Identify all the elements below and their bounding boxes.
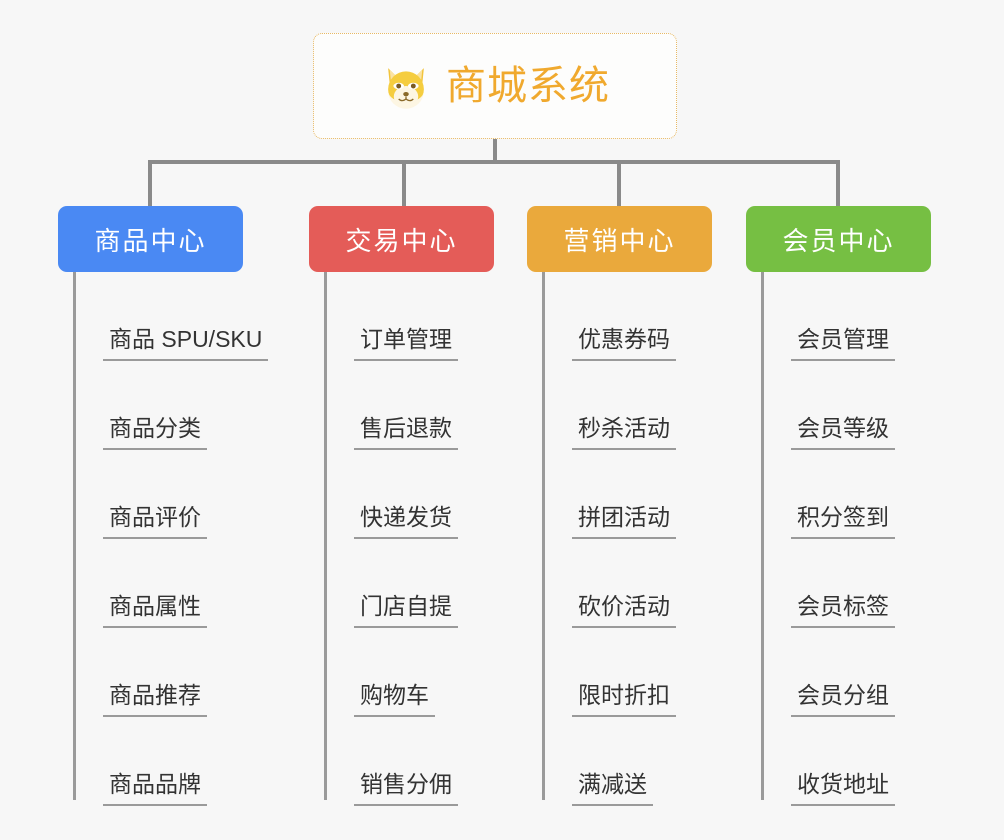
leaf-item-label: 会员标签 (791, 593, 895, 628)
leaf-item[interactable]: 会员分组 (761, 628, 895, 717)
leaf-item-label: 商品品牌 (103, 771, 207, 806)
leaf-item[interactable]: 商品评价 (73, 450, 268, 539)
root-stem-connector (493, 139, 497, 164)
shiba-dog-face-icon (388, 68, 424, 109)
root-node[interactable]: 商城系统 (313, 33, 677, 139)
leaf-item[interactable]: 订单管理 (324, 272, 458, 361)
leaf-item-label: 商品属性 (103, 593, 207, 628)
leaf-item-label: 快递发货 (354, 504, 458, 539)
leaf-item[interactable]: 会员管理 (761, 272, 895, 361)
leaf-item-label: 积分签到 (791, 504, 895, 539)
branch-drop-connector-1 (402, 160, 406, 206)
leaf-item[interactable]: 收货地址 (761, 717, 895, 806)
leaf-item[interactable]: 秒杀活动 (542, 361, 676, 450)
branch-column-trade: 交易中心 订单管理 售后退款 快递发货 门店自提 购物车 销售分佣 (309, 206, 494, 806)
leaf-list-member: 会员管理 会员等级 积分签到 会员标签 会员分组 收货地址 (761, 272, 895, 806)
leaf-item-label: 销售分佣 (354, 771, 458, 806)
leaf-item-label: 会员管理 (791, 326, 895, 361)
leaf-item-label: 满减送 (572, 771, 653, 806)
leaf-item-label: 售后退款 (354, 415, 458, 450)
leaf-item-label: 商品分类 (103, 415, 207, 450)
branch-bus-connector (148, 160, 840, 164)
leaf-item-label: 秒杀活动 (572, 415, 676, 450)
leaf-item[interactable]: 积分签到 (761, 450, 895, 539)
leaf-item[interactable]: 商品推荐 (73, 628, 268, 717)
leaf-item[interactable]: 销售分佣 (324, 717, 458, 806)
branch-column-marketing: 营销中心 优惠券码 秒杀活动 拼团活动 砍价活动 限时折扣 满减送 (527, 206, 712, 806)
leaf-item-label: 会员分组 (791, 682, 895, 717)
branch-head-trade[interactable]: 交易中心 (309, 206, 494, 272)
leaf-item[interactable]: 优惠券码 (542, 272, 676, 361)
leaf-item-label: 优惠券码 (572, 326, 676, 361)
leaf-item-label: 购物车 (354, 682, 435, 717)
leaf-item-label: 会员等级 (791, 415, 895, 450)
leaf-list-product: 商品 SPU/SKU 商品分类 商品评价 商品属性 商品推荐 商品品牌 (73, 272, 269, 806)
leaf-item[interactable]: 商品 SPU/SKU (73, 272, 269, 361)
leaf-item[interactable]: 砍价活动 (542, 539, 676, 628)
branch-head-label: 会员中心 (782, 225, 895, 256)
leaf-item-label: 订单管理 (354, 326, 458, 361)
leaf-item[interactable]: 商品品牌 (73, 717, 268, 806)
branch-column-product: 商品中心 商品 SPU/SKU 商品分类 商品评价 商品属性 商品推荐 商品品牌 (58, 206, 269, 806)
leaf-item-label: 限时折扣 (572, 682, 676, 717)
branch-head-product[interactable]: 商品中心 (58, 206, 243, 272)
leaf-item-label: 商品评价 (103, 504, 207, 539)
leaf-item[interactable]: 商品分类 (73, 361, 268, 450)
branch-spine (761, 272, 764, 800)
branch-spine (542, 272, 545, 800)
branch-head-label: 营销中心 (563, 225, 676, 256)
leaf-item[interactable]: 会员标签 (761, 539, 895, 628)
branch-head-member[interactable]: 会员中心 (746, 206, 931, 272)
leaf-item[interactable]: 售后退款 (324, 361, 458, 450)
leaf-item[interactable]: 快递发货 (324, 450, 458, 539)
leaf-item-label: 拼团活动 (572, 504, 676, 539)
branch-head-label: 交易中心 (345, 225, 458, 256)
leaf-item[interactable]: 满减送 (542, 717, 676, 806)
leaf-item[interactable]: 限时折扣 (542, 628, 676, 717)
leaf-item-label: 砍价活动 (572, 593, 676, 628)
leaf-item-label: 收货地址 (791, 771, 895, 806)
branch-spine (324, 272, 327, 800)
leaf-item-label: 门店自提 (354, 593, 458, 628)
leaf-list-marketing: 优惠券码 秒杀活动 拼团活动 砍价活动 限时折扣 满减送 (542, 272, 676, 806)
leaf-item[interactable]: 会员等级 (761, 361, 895, 450)
root-title: 商城系统 (446, 64, 610, 108)
leaf-item[interactable]: 拼团活动 (542, 450, 676, 539)
branch-head-marketing[interactable]: 营销中心 (527, 206, 712, 272)
branch-column-member: 会员中心 会员管理 会员等级 积分签到 会员标签 会员分组 收货地址 (746, 206, 931, 806)
branch-drop-connector-2 (617, 160, 621, 206)
branch-head-label: 商品中心 (94, 225, 207, 256)
leaf-item[interactable]: 门店自提 (324, 539, 458, 628)
branch-drop-connector-0 (148, 160, 152, 206)
leaf-item-label: 商品 SPU/SKU (103, 326, 269, 361)
branch-drop-connector-3 (836, 160, 840, 206)
leaf-item[interactable]: 商品属性 (73, 539, 268, 628)
leaf-item[interactable]: 购物车 (324, 628, 458, 717)
leaf-item-label: 商品推荐 (103, 682, 207, 717)
leaf-list-trade: 订单管理 售后退款 快递发货 门店自提 购物车 销售分佣 (324, 272, 458, 806)
branch-spine (73, 272, 76, 800)
